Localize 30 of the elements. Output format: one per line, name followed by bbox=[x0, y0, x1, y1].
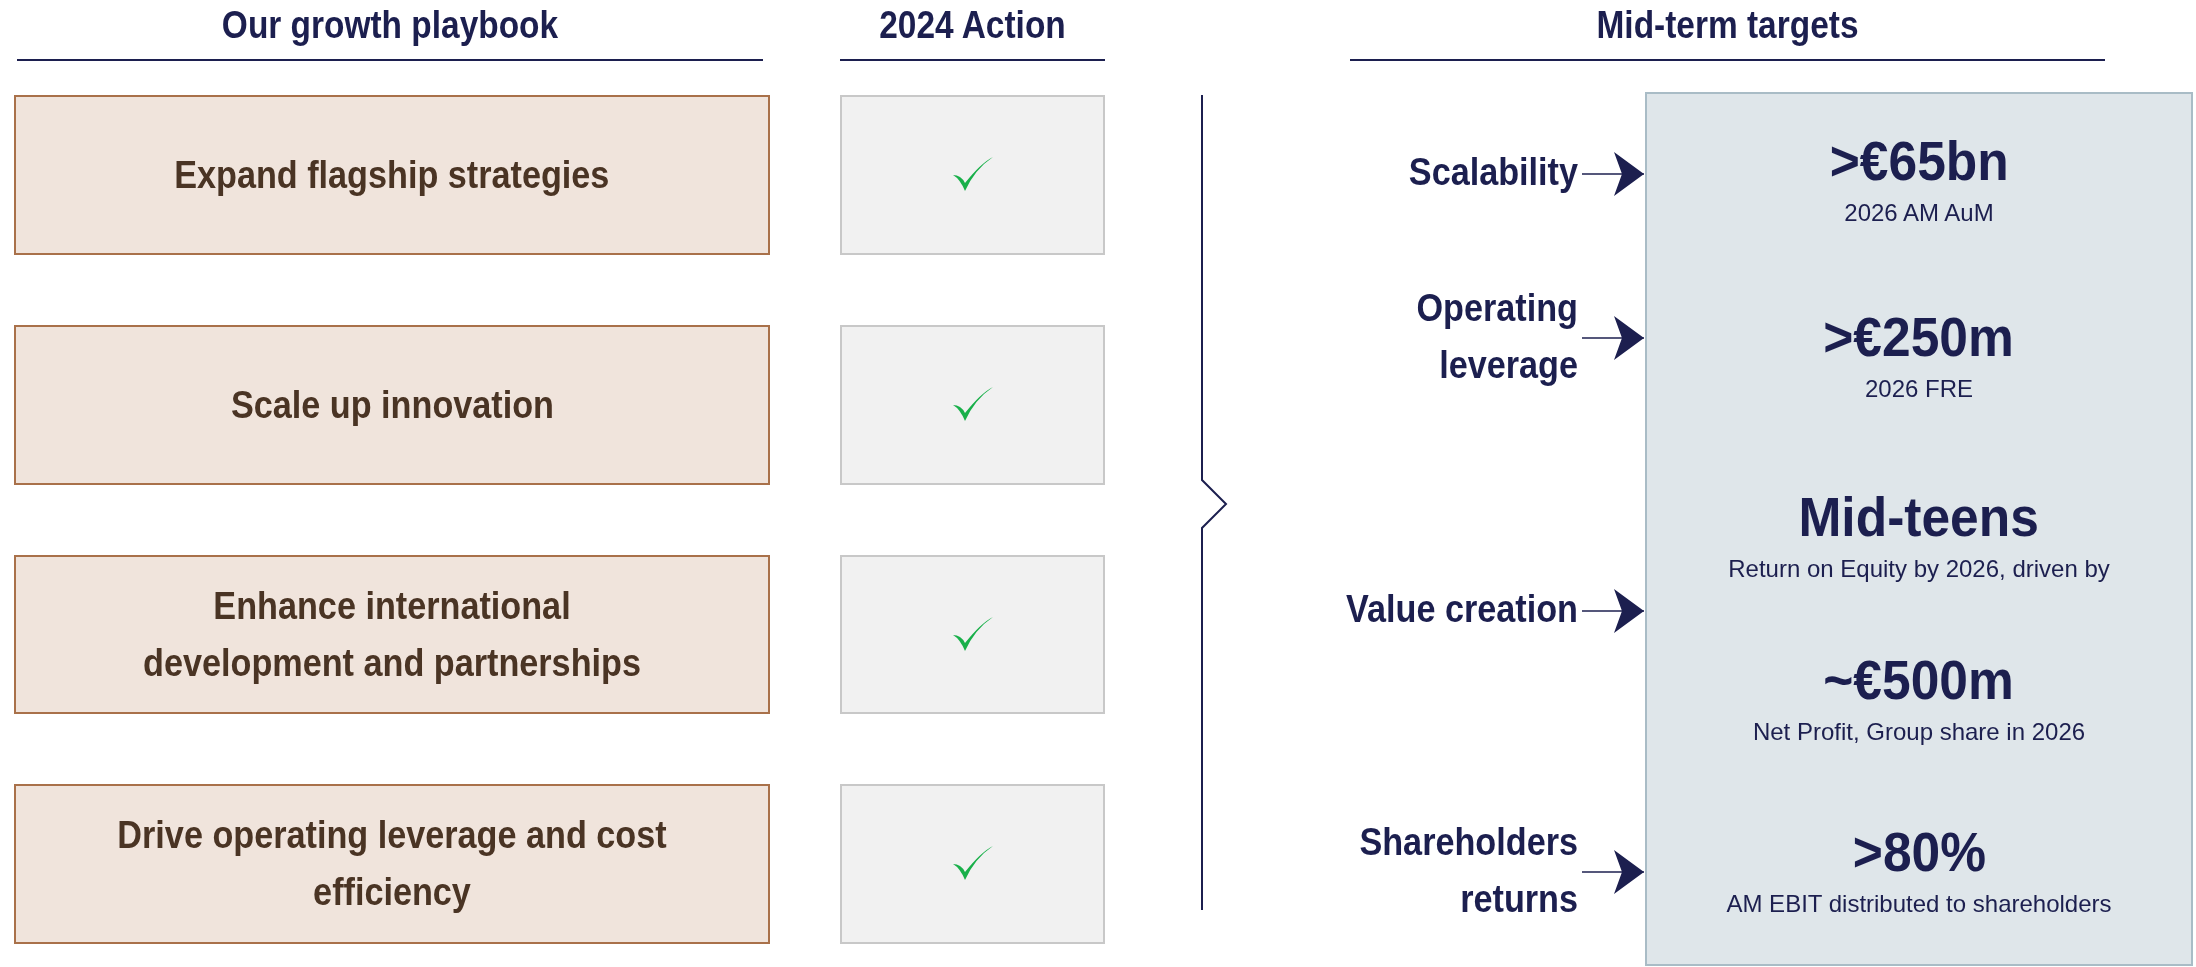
column-header: Our growth playbook bbox=[220, 4, 560, 47]
strategy-box: Drive operating leverage and cost efficiency bbox=[14, 784, 770, 944]
status-box bbox=[840, 784, 1105, 944]
chevron-arrow bbox=[1581, 589, 1645, 633]
target-value: Mid-teens bbox=[1798, 484, 2040, 549]
target-caption: 2026 FRE bbox=[1864, 374, 1974, 403]
target-caption: AM EBIT distributed to shareholders bbox=[1726, 890, 2112, 918]
target-caption: Net Profit, Group share in 2026 bbox=[1752, 718, 2086, 746]
target-value: ~€500m bbox=[1823, 647, 2015, 712]
driver-label: Shareholders returns bbox=[1327, 814, 1578, 930]
strategy-box: Enhance international development and partnerships bbox=[14, 555, 770, 714]
chevron-arrow bbox=[1581, 850, 1645, 894]
strategy-box: Scale up innovation bbox=[14, 325, 770, 485]
chevron-arrow bbox=[1581, 152, 1645, 196]
driver-label: Operating leverage bbox=[1363, 280, 1578, 396]
target-value: >80% bbox=[1852, 819, 1986, 884]
target-value: >€65bn bbox=[1829, 128, 2009, 193]
targets-panel bbox=[1645, 92, 2193, 966]
column-header: Mid-term targets bbox=[1595, 4, 1860, 47]
driver-label: Value creation bbox=[1327, 581, 1578, 641]
status-box bbox=[840, 325, 1105, 485]
driver-label: Scalability bbox=[1363, 144, 1578, 204]
strategy-box: Expand flagship strategies bbox=[14, 95, 770, 255]
chevron-arrow bbox=[1581, 316, 1645, 360]
status-box bbox=[840, 95, 1105, 255]
target-caption: 2026 AM AuM bbox=[1844, 199, 1994, 227]
column-header: 2024 Action bbox=[878, 4, 1067, 47]
target-caption: Return on Equity by 2026, driven by bbox=[1728, 555, 2110, 583]
target-value: >€250m bbox=[1823, 303, 2015, 369]
status-box bbox=[840, 555, 1105, 714]
